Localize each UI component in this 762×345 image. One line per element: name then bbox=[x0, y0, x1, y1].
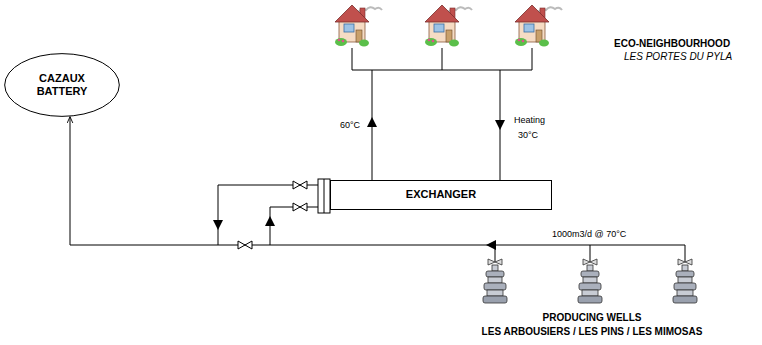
house-icon bbox=[425, 5, 472, 47]
house-icons bbox=[335, 5, 562, 47]
wells-names: LES ARBOUSIERS / LES PINS / LES MIMOSAS bbox=[482, 326, 703, 338]
flow-rate-label: 1000m3/d @ 70°C bbox=[552, 229, 626, 240]
house-icon bbox=[335, 5, 382, 47]
battery-ellipse: CAZAUX BATTERY bbox=[4, 53, 120, 117]
temperature-label: 60°C bbox=[340, 120, 360, 131]
valve-symbol bbox=[238, 181, 307, 249]
well-icon bbox=[673, 259, 697, 303]
node-text: CAZAUX BATTERY bbox=[26, 72, 98, 98]
pipe-connector bbox=[70, 117, 330, 245]
area-title: ECO-NEIGHBOURHOOD bbox=[614, 38, 730, 50]
wells-title: PRODUCING WELLS bbox=[543, 312, 642, 324]
well-icons bbox=[483, 259, 697, 303]
well-icon bbox=[483, 259, 507, 303]
area-subtitle: LES PORTES DU PYLA bbox=[624, 51, 732, 63]
flow-label: Heating bbox=[514, 115, 545, 126]
node-text: EXCHANGER bbox=[406, 188, 476, 201]
exchanger-box: EXCHANGER bbox=[330, 180, 552, 210]
house-icon bbox=[515, 5, 562, 47]
well-icon bbox=[578, 259, 602, 303]
flange-symbol bbox=[318, 179, 330, 213]
temperature-label: 30°C bbox=[518, 130, 538, 141]
